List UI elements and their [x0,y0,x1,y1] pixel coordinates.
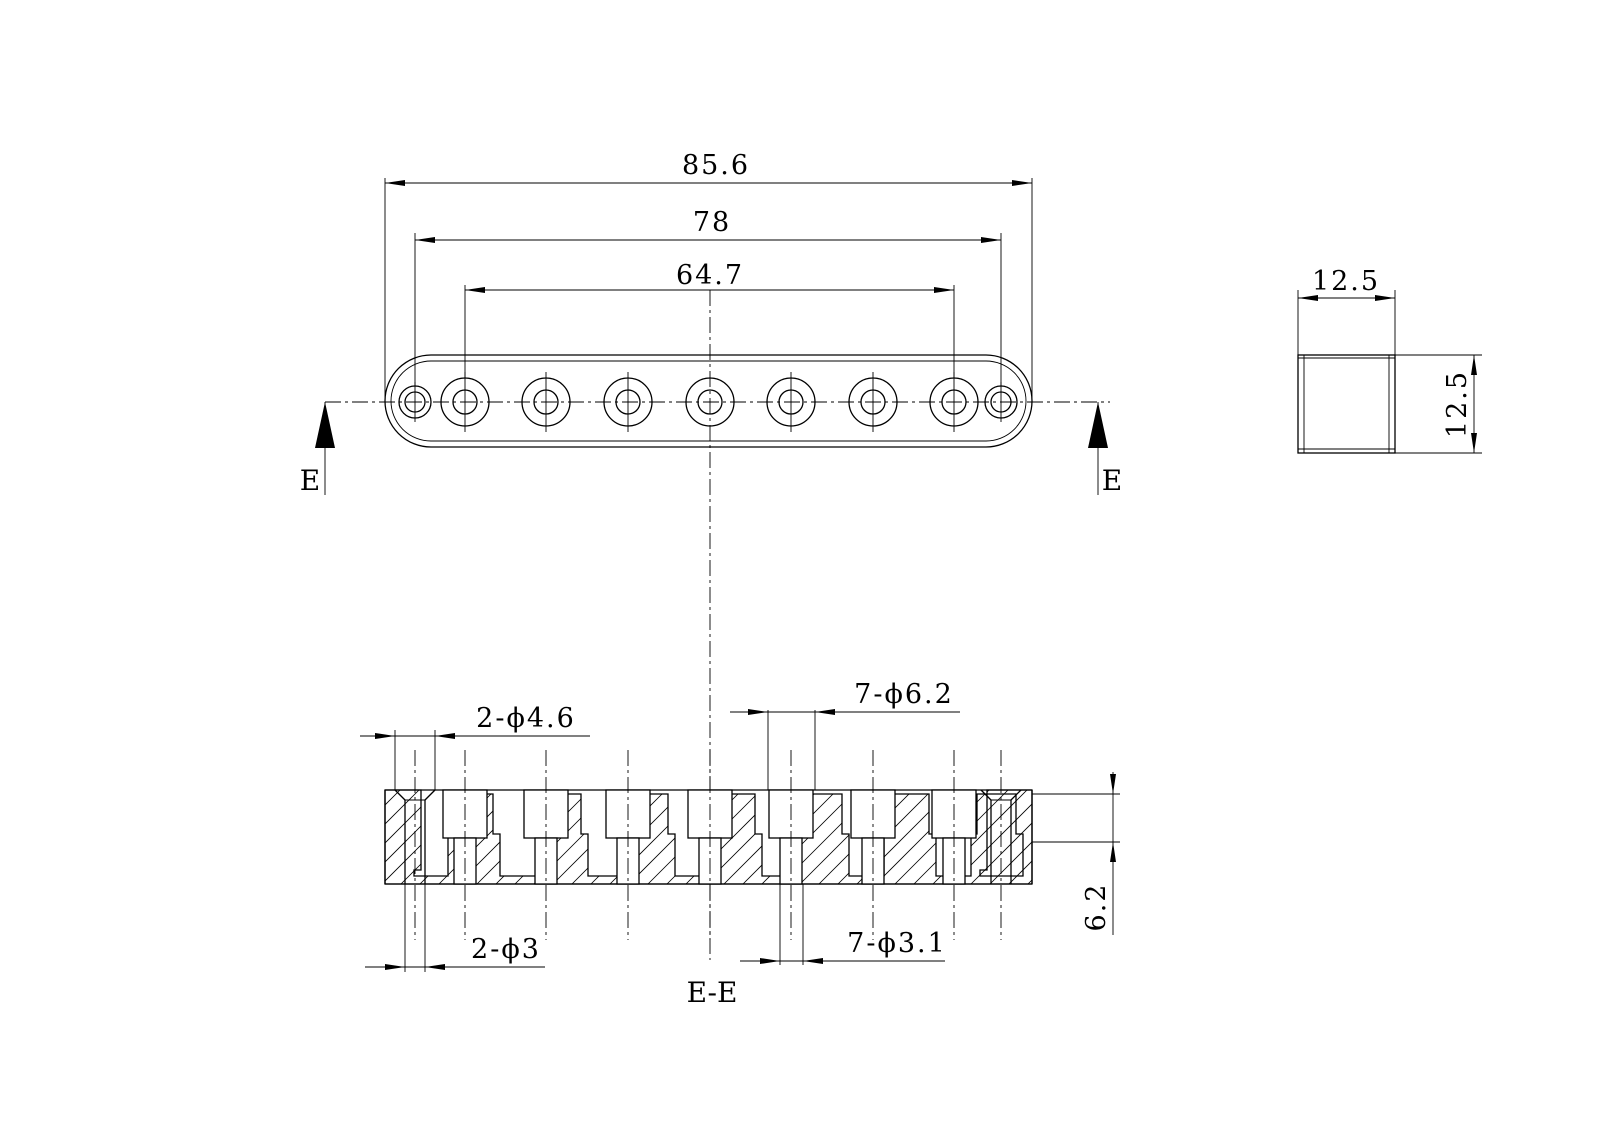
pole-hole [766,372,816,432]
dim-mount-spacing: 78 [414,207,1002,386]
dim-side-height: 12.5 [1395,354,1482,454]
dim-overall-length-text: 85.6 [682,150,750,181]
top-view-outline [384,354,1033,448]
section-marker-right: E [1088,402,1122,497]
section-marker-left: E [300,402,335,497]
pole-hole-section [850,750,896,940]
section-outline [384,789,1033,885]
dim-side-width-text: 12.5 [1312,266,1380,297]
dim-section-thickness: 6.2 [1032,772,1120,935]
dim-side-width: 12.5 [1297,266,1396,355]
pole-hole [929,372,979,432]
pole-hole-section [442,750,488,940]
dim-mount-counterbore-text: 2-ϕ4.6 [476,703,576,734]
section-marker-left-text: E [300,464,320,497]
dim-overall-length: 85.6 [384,150,1033,400]
dim-pole-counterbore-text: 7-ϕ6.2 [854,679,954,710]
dim-section-thickness-text: 6.2 [1081,883,1112,932]
top-view: 85.6 78 64.7 E E [300,150,1122,960]
dim-mount-hole-text: 2-ϕ3 [471,934,541,965]
pole-hole-section [523,750,569,940]
section-marker-right-text: E [1102,464,1122,497]
top-view-inner-outline [390,360,1027,442]
pole-hole-section [687,750,733,940]
pole-hole [521,372,571,432]
dim-pole-spacing-text: 64.7 [676,260,744,291]
side-view: 12.5 12.5 [1297,266,1482,454]
dim-side-height-text: 12.5 [1442,370,1473,438]
pole-hole [603,372,653,432]
dim-mount-spacing-text: 78 [693,207,731,238]
side-view-outline [1297,354,1396,454]
section-view: 2-ϕ4.6 2-ϕ3 7-ϕ6.2 7-ϕ3.1 [360,679,1120,1009]
dim-pole-hole-text: 7-ϕ3.1 [847,928,947,959]
mount-hole-section-right [980,789,1022,884]
pole-hole-section [931,750,977,940]
dim-pole-hole: 7-ϕ3.1 [740,884,947,965]
dim-mount-hole: 2-ϕ3 [365,884,545,972]
mount-hole-section-left [394,789,436,884]
pole-hole-sections [414,750,1002,940]
dim-pole-spacing: 64.7 [464,260,955,378]
dim-mount-counterbore: 2-ϕ4.6 [360,703,590,790]
pole-hole [685,377,735,427]
pole-hole-section [768,750,814,940]
pole-hole-section [605,750,651,940]
section-title: E-E [687,976,738,1009]
dim-pole-counterbore: 7-ϕ6.2 [730,679,960,790]
pole-hole [848,372,898,432]
